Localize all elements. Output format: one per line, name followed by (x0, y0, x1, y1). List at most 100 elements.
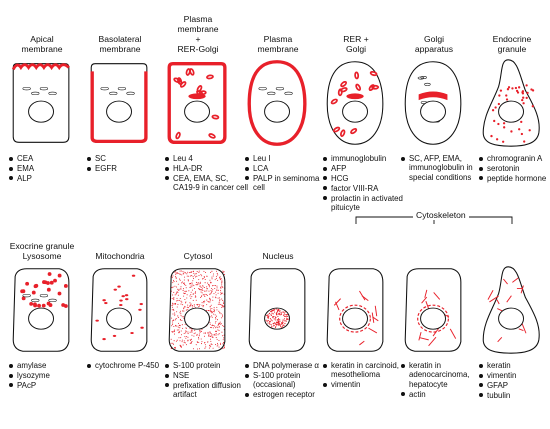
stain-dot (279, 319, 281, 321)
stain-dot (215, 334, 217, 336)
panel-title-line: Golgi (423, 34, 445, 44)
nucleus-outline (342, 100, 368, 123)
stain-dot (183, 292, 185, 294)
stain-dot (220, 293, 223, 295)
stain-dot (275, 324, 278, 326)
stain-dot (219, 303, 221, 305)
stain-dot (218, 297, 220, 299)
stain-dot (280, 325, 282, 328)
stain-dot (187, 280, 189, 282)
stain-dot (190, 305, 192, 307)
stain-dot (183, 332, 185, 334)
stain-dot (176, 339, 178, 341)
stain-dot (185, 332, 187, 334)
stain-dot (201, 304, 203, 306)
stain-dot (205, 309, 208, 311)
stain-dot (189, 275, 191, 277)
granule-stain (503, 126, 506, 129)
stain-dot (210, 289, 212, 291)
stain-dot (180, 300, 182, 302)
stain-dot (220, 287, 222, 289)
granule-stain (490, 134, 493, 138)
panel-title: RER +Golgi (318, 34, 394, 54)
stain-dot (216, 319, 219, 321)
stain-dot (211, 316, 213, 318)
stain-dot (203, 275, 205, 277)
stain-dot (283, 320, 285, 322)
stain-dot (174, 285, 176, 287)
stain-dot (174, 314, 176, 316)
stain-dot (179, 319, 181, 321)
stain-dot (217, 327, 219, 329)
nucleus-outline (498, 307, 524, 330)
stain-dot (282, 324, 284, 326)
stain-dot (176, 311, 178, 313)
stain-dot (274, 326, 277, 329)
stain-dot (204, 300, 206, 302)
stain-dot (204, 278, 206, 280)
stain-dot (191, 286, 193, 288)
cell-drawing (167, 61, 227, 145)
stain-dot (197, 282, 199, 284)
stain-dot (189, 283, 191, 285)
stain-dot (201, 343, 203, 345)
stain-dot (219, 276, 221, 278)
marker-item: S-100 protein (164, 361, 248, 370)
marker-item: PALP in seminoma cell (244, 174, 328, 193)
cell-drawing (11, 63, 70, 143)
stain-dot (286, 314, 288, 316)
mitochondria-stain (113, 288, 117, 291)
stain-dot (274, 323, 277, 325)
stain-dot (180, 346, 182, 348)
nucleus-outline (106, 100, 132, 123)
stain-dot (223, 305, 225, 307)
stain-dot (217, 297, 219, 299)
stain-dot (192, 348, 194, 350)
stain-dot (211, 315, 213, 317)
stain-dot (216, 306, 218, 308)
stain-dot (210, 346, 212, 348)
stain-dot (209, 331, 211, 333)
stain-dot (268, 320, 271, 323)
stain-dot (200, 338, 202, 340)
stain-dot (174, 275, 176, 277)
stain-dot (184, 284, 186, 286)
stain-dot (218, 339, 220, 342)
stain-dot (272, 322, 274, 325)
stain-dot (213, 284, 215, 287)
stain-dot (175, 276, 177, 278)
organelle (109, 91, 118, 96)
stain-dot (179, 288, 181, 290)
stain-dot (215, 291, 217, 293)
filament-stain (419, 337, 429, 341)
stain-dot (194, 329, 196, 331)
stain-dot (179, 270, 181, 272)
cell-drawing (482, 266, 540, 354)
stain-dot (183, 271, 185, 273)
stain-dot (210, 312, 212, 314)
stain-dot (198, 270, 200, 272)
stain-dot (268, 313, 270, 315)
stain-dot (189, 272, 191, 274)
stain-dot (203, 335, 205, 337)
stain-dot (271, 312, 273, 314)
stain-dot (198, 279, 200, 281)
stain-dot (215, 294, 217, 296)
stain-dot (179, 344, 181, 346)
stain-dot (208, 347, 210, 349)
filament-stain (368, 327, 378, 334)
stain-dot (204, 293, 206, 295)
stain-dot (180, 315, 182, 317)
stain-dot (220, 343, 222, 345)
stain-dot (210, 310, 212, 312)
stain-dot (203, 332, 205, 334)
stain-dot (181, 319, 183, 322)
stain-dot (191, 340, 193, 343)
stain-dot (197, 283, 199, 285)
stain-dot (284, 322, 286, 324)
granule-stain (37, 303, 41, 308)
stain-dot (196, 284, 198, 286)
stain-dot (271, 320, 273, 322)
stain-dot (267, 314, 269, 316)
